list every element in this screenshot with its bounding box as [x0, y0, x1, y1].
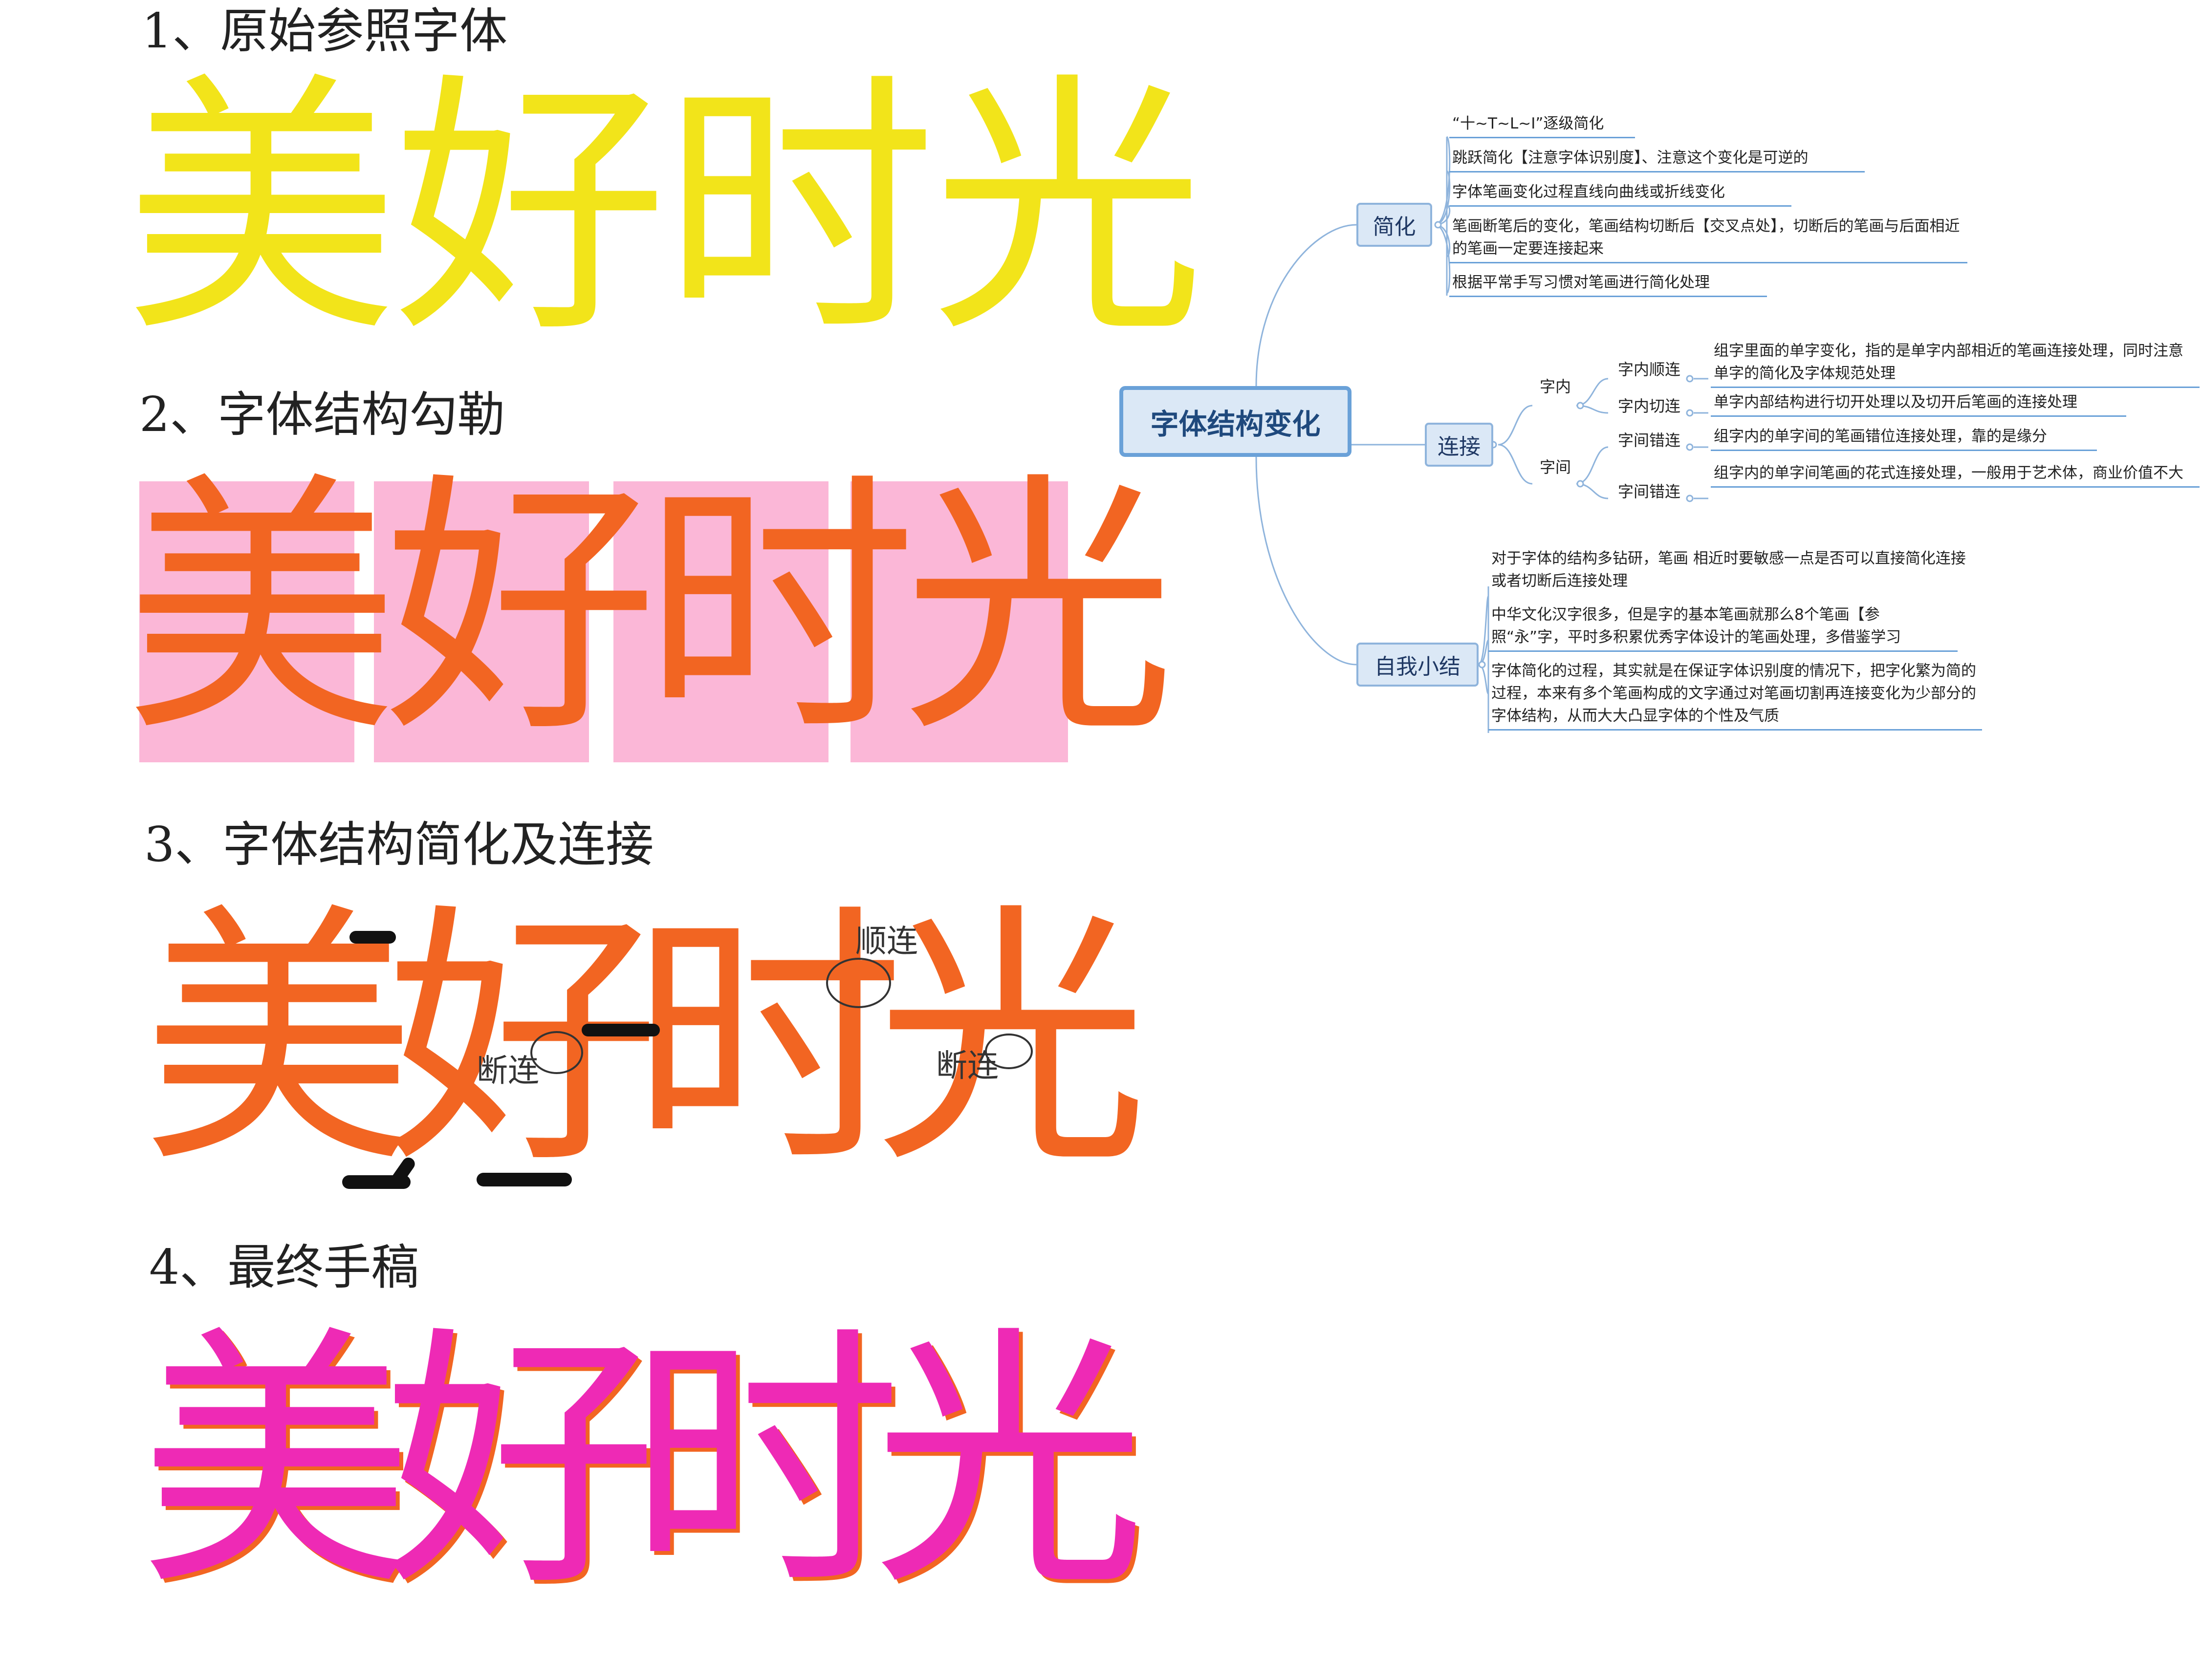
simplify-leaf-2: 跳跃简化【注意字体识别度】、注意这个变化是可逆的 [1449, 147, 1865, 172]
between-chars-item-1-label: 字间错连 [1618, 431, 1681, 450]
section-4-title: 4、最终手稿 [149, 1240, 419, 1295]
char-box-4 [850, 481, 1068, 762]
simplify-leaf-5: 根据平常手写习惯对笔画进行简化处理 [1449, 271, 1767, 297]
summary-leaf-1: 对于字体的结构多钻研，笔画 相近时要敏感一点是否可以直接简化连接或者切断后连接处… [1491, 550, 1966, 590]
char-box-1 [139, 481, 354, 762]
connect-between-chars: 字间 [1540, 458, 1571, 476]
annotation-loop [985, 1034, 1033, 1069]
branch-simplify: 简化 [1356, 203, 1432, 247]
summary-leaf-2: 中华文化汉字很多，但是字的基本笔画就那么8个笔画【参照“永”字，平时多积累优秀字… [1488, 603, 1958, 652]
word-original-reference: 美好时光 [125, 51, 1205, 369]
mind-map-connectors [1255, 136, 1708, 733]
between-chars-item-2-label: 字间错连 [1618, 482, 1681, 501]
annotation-duanlian-1: 断连 [477, 1053, 539, 1089]
connection-stroke-mark [349, 931, 396, 944]
connect-within-char: 字内 [1540, 377, 1571, 396]
within-char-item-1-label: 字内顺连 [1618, 360, 1681, 379]
annotation-shunlian: 顺连 [855, 924, 918, 960]
char-box-2 [374, 481, 589, 762]
annotation-duanlian-2: 断连 [936, 1048, 999, 1084]
word-final-draft: 美好时光 [139, 1304, 1146, 1623]
mind-map: 字体结构变化 简化 连接 自我小结 “十~T~L~I”逐级简化 跳跃简化【注意字… [1110, 93, 2202, 777]
word-simplified-connected: 美好时光 [142, 882, 1149, 1200]
within-char-item-2-label: 字内切连 [1618, 397, 1681, 415]
annotation-loop [530, 1031, 583, 1074]
section-2-title: 2、字体结构勾勒 [139, 387, 505, 443]
connection-stroke-mark [582, 1024, 660, 1036]
within-char-item-1-text: 组字里面的单字变化，指的是单字内部相近的笔画连接处理，同时注意单字的简化及字体规… [1711, 340, 2200, 388]
simplify-leaf-1: “十~T~L~I”逐级简化 [1449, 112, 1635, 138]
section-1-title: 1、原始参照字体 [142, 3, 508, 59]
between-chars-item-1-text: 组字内的单字间的笔画错位连接处理，靠的是缘分 [1711, 425, 2097, 451]
mind-map-root: 字体结构变化 [1119, 386, 1352, 457]
between-chars-item-2-text: 组字内的单字间笔画的花式连接处理，一般用于艺术体，商业价值不大 [1711, 462, 2200, 488]
simplify-leaf-4: 笔画断笔后的变化，笔画结构切断后【交叉点处】，切断后的笔画与后面相近的笔画一定要… [1449, 215, 1967, 263]
word-structure-outline: 美好时光 [125, 451, 1176, 769]
summary-leaf-3: 字体简化的过程，其实就是在保证字体识别度的情况下，把字化繁为简的过程，本来有多个… [1488, 660, 1982, 731]
section-3-title: 3、字体结构简化及连接 [144, 817, 654, 873]
branch-self-summary: 自我小结 [1356, 643, 1479, 687]
annotation-loop [826, 958, 891, 1008]
branch-connect: 连接 [1425, 423, 1493, 467]
char-box-3 [613, 481, 828, 762]
within-char-item-2-text: 单字内部结构进行切开处理以及切开后笔画的连接处理 [1711, 391, 2126, 417]
connection-stroke-mark [477, 1173, 572, 1186]
simplify-leaf-3: 字体笔画变化过程直线向曲线或折线变化 [1449, 181, 1791, 207]
